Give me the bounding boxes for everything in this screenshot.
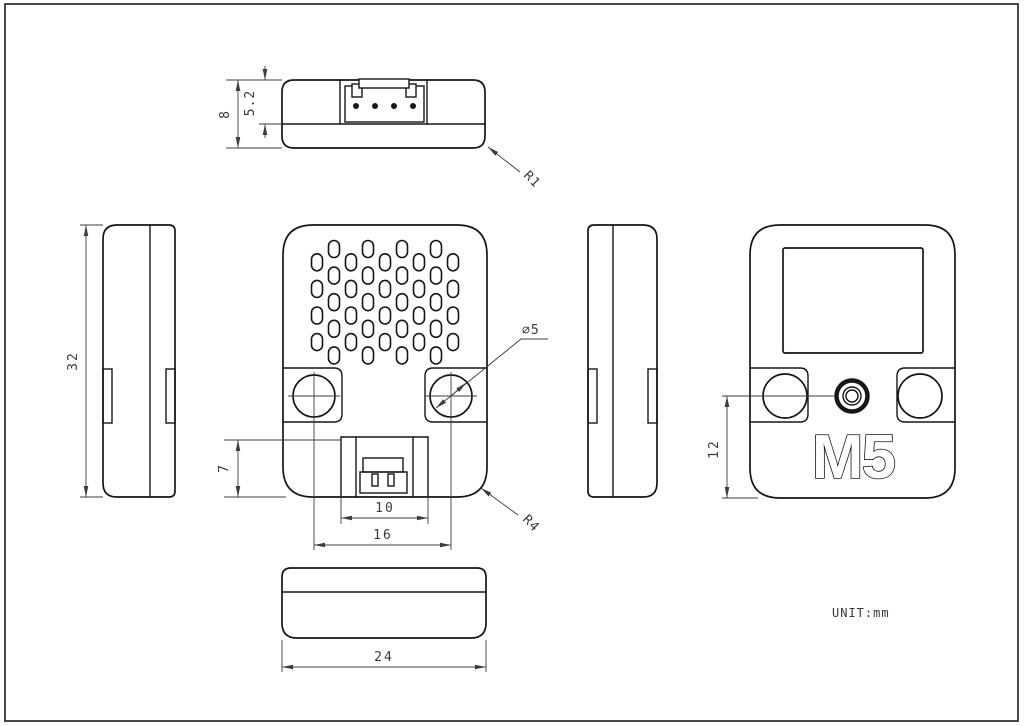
speaker-grille-slot <box>395 239 409 259</box>
grove-socket-pin <box>410 103 416 109</box>
dim-label-body-height: 32 <box>66 351 81 371</box>
grove-socket-pin <box>391 103 397 109</box>
speaker-grille-slot <box>395 319 409 339</box>
unit-label: UNIT:mm <box>832 606 890 620</box>
connector-plug-top <box>362 457 404 473</box>
speaker-grille-slot <box>327 319 341 339</box>
screen <box>782 247 924 354</box>
front-button-box-right <box>896 367 956 423</box>
speaker-grille-slot <box>361 239 375 259</box>
speaker-grille-slot <box>429 239 443 259</box>
dim-label-top-thickness: 8 <box>218 109 233 119</box>
drawing-border <box>4 3 1019 722</box>
speaker-grille-slot <box>429 292 443 312</box>
dim-label-button-offset: 12 <box>707 439 722 459</box>
left-side-view: 32 <box>66 224 176 498</box>
dim-label-notch-height: 7 <box>217 463 232 473</box>
front-view: M5 12 <box>707 224 956 499</box>
connector-prong <box>387 473 395 487</box>
grove-socket-pins <box>353 103 416 109</box>
leader-line-diameter <box>435 338 548 409</box>
speaker-grille-slot <box>429 319 443 339</box>
side-notch <box>102 368 113 424</box>
speaker-grille-slot <box>361 319 375 339</box>
speaker-grille-slot <box>344 332 358 352</box>
radius-label-r4: R4 <box>519 512 542 535</box>
dim-label-body-width: 24 <box>374 650 394 665</box>
diameter-label: ∅5 <box>522 323 540 338</box>
grove-socket-pin <box>372 103 378 109</box>
speaker-grille-slot <box>361 346 375 365</box>
top-view: 8 5.2 R1 <box>218 66 543 191</box>
grove-socket-tab-right <box>405 83 417 98</box>
speaker-grille-slot <box>361 292 375 312</box>
speaker-grille-slot <box>412 306 426 325</box>
grove-socket-latch <box>358 78 410 89</box>
side-notch <box>647 368 658 424</box>
speaker-grille-slot <box>446 253 460 272</box>
speaker-grille <box>310 239 460 365</box>
speaker-grille-slot <box>446 306 460 325</box>
front-view-outline <box>749 224 956 499</box>
speaker-grille-slot <box>310 253 324 272</box>
dim-label-recess-depth: 5.2 <box>243 90 258 116</box>
bottom-view: 24 <box>281 567 487 672</box>
side-notch <box>165 368 176 424</box>
led-button-mid-ring <box>842 386 862 406</box>
speaker-grille-slot <box>395 292 409 312</box>
bottom-view-outline <box>281 567 487 639</box>
grove-socket-tab-left <box>351 83 363 98</box>
speaker-grille-slot <box>429 266 443 285</box>
speaker-grille-slot <box>429 346 443 365</box>
grove-socket-pin <box>353 103 359 109</box>
left-side-outline <box>102 224 176 498</box>
speaker-grille-slot <box>361 266 375 285</box>
connector-prong <box>371 473 379 487</box>
radius-label-r1: R1 <box>520 168 543 191</box>
speaker-grille-slot <box>412 279 426 299</box>
right-side-outline <box>587 224 658 498</box>
speaker-grille-slot <box>395 266 409 285</box>
speaker-grille-slot <box>378 332 392 352</box>
led-button-inner-ring <box>845 389 859 403</box>
speaker-grille-slot <box>327 292 341 312</box>
rear-hole-box-left <box>282 367 343 423</box>
right-side-view <box>587 224 658 498</box>
speaker-grille-slot <box>344 306 358 325</box>
speaker-grille-slot <box>327 239 341 259</box>
speaker-grille-slot <box>310 306 324 325</box>
speaker-grille-slot <box>327 346 341 365</box>
speaker-grille-slot <box>378 306 392 325</box>
speaker-grille-slot <box>310 279 324 299</box>
speaker-grille-slot <box>412 253 426 272</box>
led-button-outer-ring <box>834 378 870 414</box>
leader-line-r1 <box>487 146 521 173</box>
front-button-right <box>897 373 943 419</box>
speaker-grille-slot <box>344 279 358 299</box>
rear-view-outline <box>282 224 488 498</box>
speaker-grille-slot <box>310 332 324 352</box>
speaker-grille-slot <box>395 346 409 365</box>
connector-plug-body <box>359 471 408 494</box>
speaker-grille-slot <box>327 266 341 285</box>
dim-label-notch-width: 10 <box>375 501 395 516</box>
speaker-grille-slot <box>446 332 460 352</box>
rear-view: 7 10 16 R4 ∅5 <box>217 224 548 550</box>
speaker-grille-slot <box>344 253 358 272</box>
speaker-grille-slot <box>412 332 426 352</box>
leader-arrow-diameter <box>450 382 467 397</box>
dim-label-hole-spacing: 16 <box>373 528 393 543</box>
side-notch <box>587 368 598 424</box>
speaker-grille-slot <box>446 279 460 299</box>
rear-hole-box-right <box>424 367 488 423</box>
m5-logo: M5 <box>812 423 895 492</box>
speaker-grille-slot <box>378 279 392 299</box>
leader-line-r4 <box>480 487 519 516</box>
front-button-box-left <box>749 367 809 423</box>
speaker-grille-slot <box>378 253 392 272</box>
top-view-outline <box>281 79 486 149</box>
